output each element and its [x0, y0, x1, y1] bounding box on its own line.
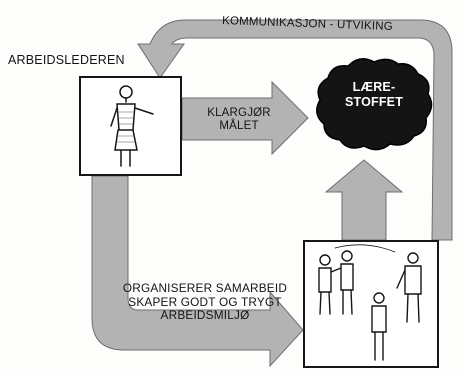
middle-arrow-label: KLARGJØR MÅLET	[196, 107, 282, 133]
group-figures-icon	[318, 244, 422, 361]
middle-arrow	[181, 80, 309, 156]
bottom-arrow-label-line-3: ARBEIDSMILJØ	[160, 308, 250, 322]
leader-title: ARBEIDSLEDEREN	[8, 53, 125, 67]
up-arrow	[324, 159, 404, 241]
bottom-arrow-label: ORGANISERER SAMARBEID SKAPER GODT OG TRY…	[110, 281, 300, 323]
blob-label: LÆRE- STOFFET	[320, 80, 428, 110]
leader-figure-icon	[110, 85, 154, 167]
learning-material-blob	[316, 58, 433, 151]
middle-arrow-label-line-2: MÅLET	[219, 120, 259, 132]
bottom-arrow-label-line-2: SKAPER GODT OG TRYGT	[128, 294, 282, 309]
group-box	[303, 240, 439, 368]
blob-label-line-2: STOFFET	[344, 95, 404, 109]
top-curved-arrow	[137, 19, 453, 241]
bottom-curved-arrow	[91, 175, 304, 368]
bottom-arrow-label-line-1: ORGANISERER SAMARBEID	[122, 281, 288, 295]
leader-box	[79, 76, 182, 176]
middle-arrow-label-line-1: KLARGJØR	[207, 107, 271, 119]
blob-label-line-1: LÆRE-	[352, 80, 396, 94]
